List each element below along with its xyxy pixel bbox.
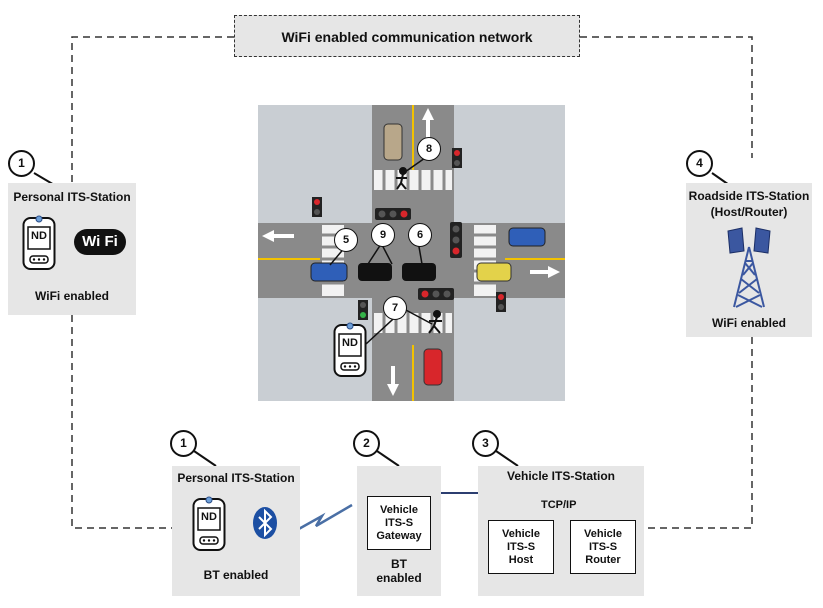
wireless-link xyxy=(287,503,353,537)
number-badge: 4 xyxy=(686,150,713,177)
intersection-scene xyxy=(258,105,565,401)
nd-phone-icon: ND xyxy=(192,496,226,557)
gateway-line3: Gateway xyxy=(376,529,422,542)
box-title-line2: (Host/Router) xyxy=(710,205,788,219)
box-caption: WiFi enabled xyxy=(35,289,109,303)
box-title: Personal ITS-Station xyxy=(13,190,131,204)
gateway-station: Vehicle ITS-S Gateway BT enabled xyxy=(357,466,441,596)
host-line2: ITS-S xyxy=(506,540,536,553)
network-title: WiFi enabled communication network xyxy=(234,15,580,57)
nd-label: ND xyxy=(201,511,217,523)
roadside-its-station: Roadside ITS-Station (Host/Router) WiFi … xyxy=(686,183,812,337)
host-box: Vehicle ITS-S Host xyxy=(488,520,554,574)
box-caption: WiFi enabled xyxy=(712,316,786,330)
router-line1: Vehicle xyxy=(584,527,622,540)
traffic-lights xyxy=(312,148,506,320)
nd-label: ND xyxy=(31,230,47,242)
callout-lines xyxy=(33,172,733,467)
router-line3: Router xyxy=(585,553,621,566)
pedestrians xyxy=(396,167,442,334)
nd-phone-icon: ND xyxy=(22,215,56,276)
cars xyxy=(310,123,546,386)
gateway-line1: Vehicle xyxy=(380,503,418,516)
number-badge: 1 xyxy=(8,150,35,177)
box-caption: BT enabled xyxy=(203,568,269,582)
box-caption-line2: enabled xyxy=(376,571,422,585)
vehicle-its-station: Vehicle ITS-Station Vehicle ITS-S Host V… xyxy=(478,466,644,596)
gateway-box: Vehicle ITS-S Gateway xyxy=(367,496,431,550)
tcpip-label: TCP/IP xyxy=(541,499,577,511)
scene-label-8: 8 xyxy=(417,137,441,161)
bluetooth-icon xyxy=(252,506,278,545)
box-title: Vehicle ITS-Station xyxy=(506,469,616,483)
scene-nd-phone-icon: ND xyxy=(333,322,367,383)
scene-label-7: 7 xyxy=(383,296,407,320)
box-title: Personal ITS-Station xyxy=(177,471,295,485)
nd-label: ND xyxy=(342,337,358,349)
scene-label-6: 6 xyxy=(408,223,432,247)
box-caption-line1: BT xyxy=(391,557,407,571)
host-line1: Vehicle xyxy=(502,527,540,540)
box-title-line1: Roadside ITS-Station xyxy=(688,189,810,203)
wifi-logo-text: Wi Fi xyxy=(82,233,118,250)
router-box: Vehicle ITS-S Router xyxy=(570,520,636,574)
gateway-line2: ITS-S xyxy=(384,516,414,529)
personal-its-station-wifi: Personal ITS-Station ND Wi Fi WiFi enabl… xyxy=(8,183,136,315)
number-badge: 3 xyxy=(472,430,499,457)
wifi-logo-icon: Wi Fi xyxy=(74,229,126,255)
router-line2: ITS-S xyxy=(588,540,618,553)
antenna-tower-icon xyxy=(722,223,776,314)
network-loop xyxy=(71,36,753,529)
scene-label-9: 9 xyxy=(371,223,395,247)
personal-its-station-bt: Personal ITS-Station ND BT enabled xyxy=(172,466,300,596)
scene-label-5: 5 xyxy=(334,228,358,252)
number-badge: 1 xyxy=(170,430,197,457)
host-line3: Host xyxy=(508,553,534,566)
number-badge: 2 xyxy=(353,430,380,457)
